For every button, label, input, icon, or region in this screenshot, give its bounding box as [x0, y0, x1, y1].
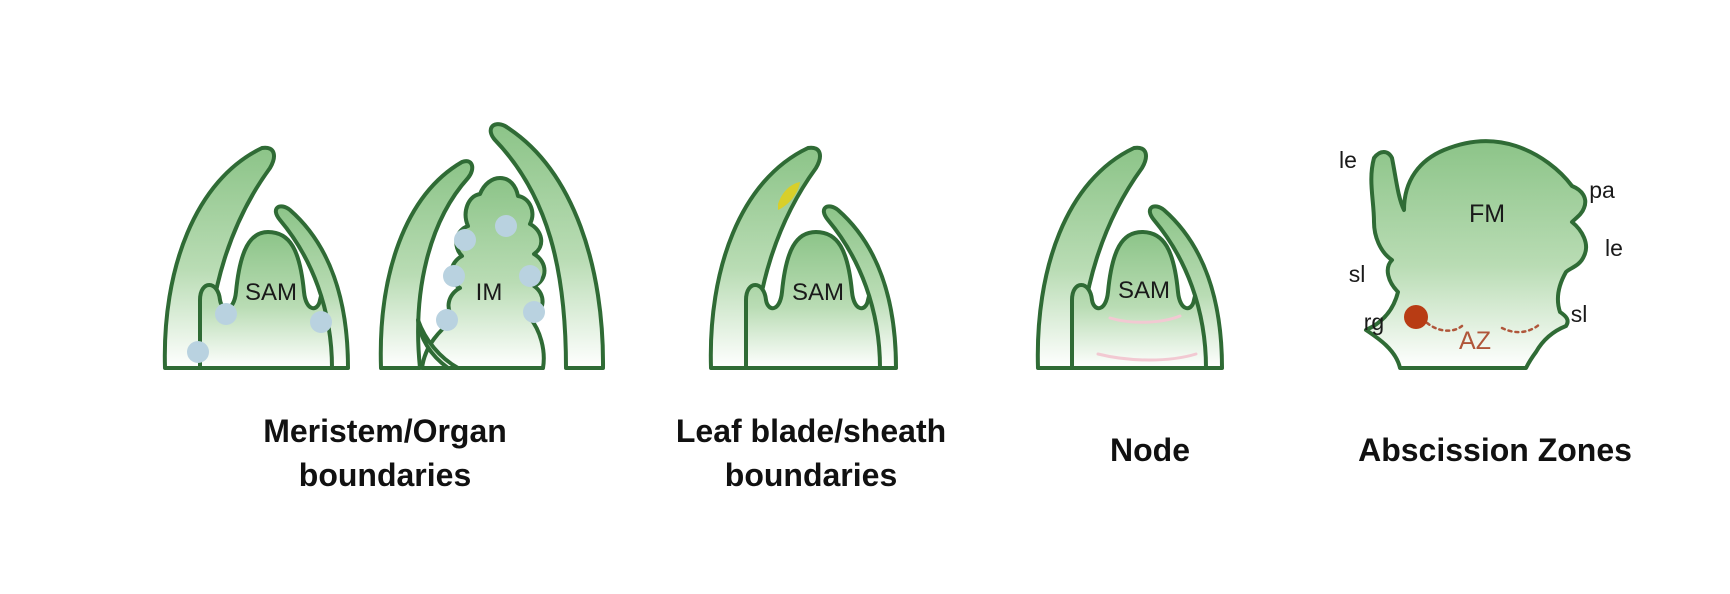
shoot-apex-body: [198, 230, 338, 370]
sam-label: SAM: [792, 279, 844, 306]
caption-line: boundaries: [724, 457, 898, 493]
pa-label: pa: [1589, 177, 1615, 203]
caption-meristem-organ: Meristem/Organ boundaries: [235, 409, 535, 497]
shoot-apex-body: [1070, 230, 1212, 370]
az-label: AZ: [1459, 327, 1491, 355]
outer-right-bract: [488, 122, 606, 370]
panel-leaf-blade-sheath: [708, 145, 898, 370]
sl-left-label: sl: [1349, 261, 1366, 287]
outer-left-leaf: [162, 145, 276, 370]
az-boundary-dotted: [1420, 316, 1542, 334]
outer-left-leaf: [708, 145, 822, 370]
rudimentary-glume-marker: [1404, 305, 1428, 329]
caption-abscission-zones: Abscission Zones: [1340, 428, 1650, 472]
outer-left-leaf: [1035, 145, 1148, 370]
node-marks: [1096, 314, 1198, 362]
panel-meristem-im: [378, 122, 606, 370]
sam-label: SAM: [245, 279, 297, 306]
caption-line: Leaf blade/sheath: [675, 413, 947, 449]
caption-leaf-blade-sheath: Leaf blade/sheath boundaries: [656, 409, 966, 497]
panel-node: [1035, 145, 1224, 370]
small-leaf: [416, 318, 460, 370]
boundary-dots: [436, 215, 545, 331]
im-label: IM: [476, 279, 503, 306]
caption-line: boundaries: [298, 457, 472, 493]
caption-line: Meristem/Organ: [263, 413, 507, 449]
blade-sheath-boundary-mark: [778, 182, 800, 210]
rg-label: rg: [1364, 309, 1384, 335]
sam-label: SAM: [1118, 277, 1170, 304]
outer-left-bract: [378, 159, 475, 370]
fm-label: FM: [1469, 200, 1505, 228]
sl-right-label: sl: [1571, 301, 1588, 327]
inner-right-leaf: [821, 204, 898, 370]
caption-line: Node: [1110, 432, 1190, 468]
boundary-dots: [187, 303, 332, 363]
shoot-apex-body: [744, 230, 886, 370]
inner-right-leaf: [1147, 204, 1224, 370]
le-top-label: le: [1339, 147, 1357, 173]
panel-meristem-sam: [162, 145, 350, 370]
le-right-label: le: [1605, 235, 1623, 261]
caption-node: Node: [1060, 428, 1240, 472]
caption-line: Abscission Zones: [1358, 432, 1632, 468]
